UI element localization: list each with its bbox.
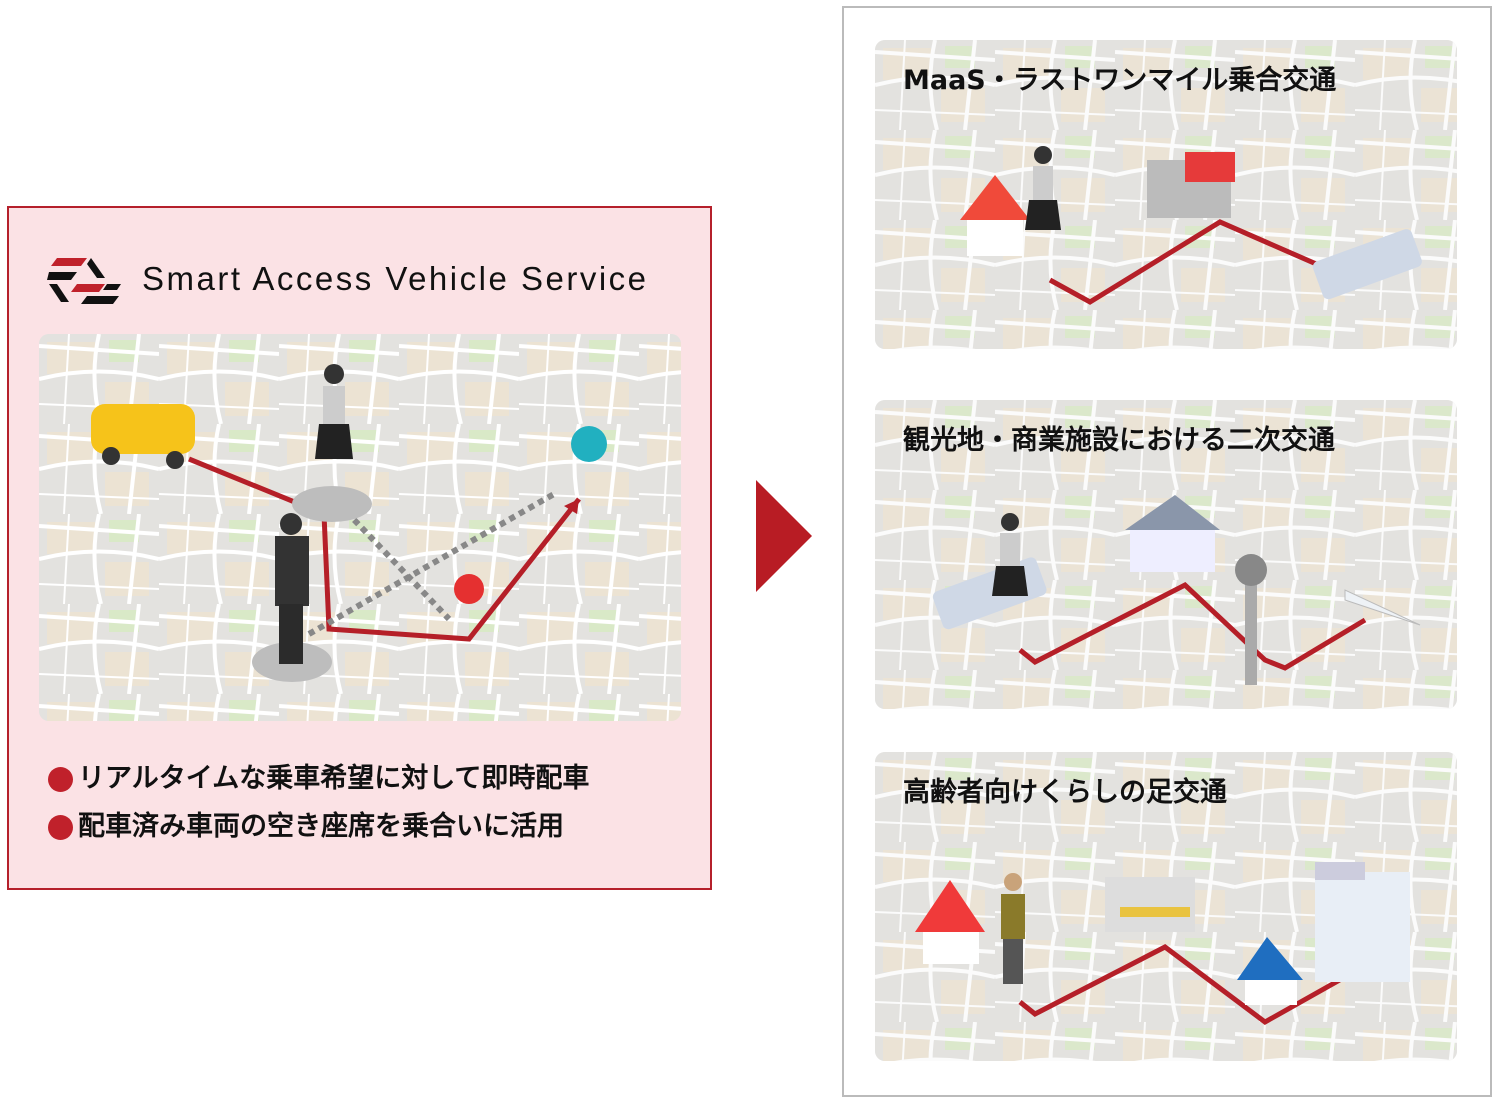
- brand-name: Smart Access Vehicle Service: [142, 260, 649, 297]
- savs-logo-icon: [47, 258, 121, 304]
- service-map-illustration: [39, 334, 681, 721]
- elderly-man-icon: [1001, 873, 1025, 984]
- woman-figure-icon: [992, 513, 1028, 596]
- house-icon: [960, 175, 1030, 256]
- use-cases-panel: MaaS・ラストワンマイル乗合交通 観光地・商業施設における二次交通 高齢者向け…: [842, 6, 1492, 1097]
- taxi-icon: [91, 404, 195, 469]
- small-house-icon: [1237, 937, 1303, 1005]
- bullet-dot-icon: [48, 766, 73, 792]
- right-arrow-icon: [756, 480, 812, 592]
- use-case-elderly: 高齢者向けくらしの足交通: [875, 752, 1457, 1061]
- use-case-maas: MaaS・ラストワンマイル乗合交通: [875, 40, 1457, 349]
- museum-building-icon: [1125, 495, 1220, 572]
- teal-pin-icon: [571, 426, 607, 462]
- hospital-icon: [1315, 862, 1410, 982]
- shop-icon: [1147, 152, 1235, 218]
- bullet-dot-icon: [48, 814, 73, 840]
- tower-icon: [1235, 554, 1267, 685]
- use-case-title: 高齢者向けくらしの足交通: [903, 777, 1227, 808]
- feature-list: リアルタイムな乗車希望に対して即時配車 配車済み車両の空き座席を乗合いに活用: [48, 755, 589, 851]
- woman-figure-icon: [1025, 146, 1061, 230]
- train-icon: [1312, 229, 1422, 300]
- use-case-tourism: 観光地・商業施設における二次交通: [875, 400, 1457, 709]
- feature-item: 配車済み車両の空き座席を乗合いに活用: [48, 803, 589, 851]
- red-pin-icon: [454, 574, 484, 604]
- house-icon: [915, 880, 985, 964]
- airplane-icon: [1344, 589, 1421, 626]
- feature-item: リアルタイムな乗車希望に対して即時配車: [48, 755, 589, 803]
- supermarket-icon: [1105, 877, 1195, 932]
- businessman-figure-icon: [275, 513, 309, 664]
- use-case-title: 観光地・商業施設における二次交通: [903, 425, 1335, 456]
- woman-figure-icon: [315, 364, 353, 459]
- use-case-title: MaaS・ラストワンマイル乗合交通: [903, 65, 1337, 96]
